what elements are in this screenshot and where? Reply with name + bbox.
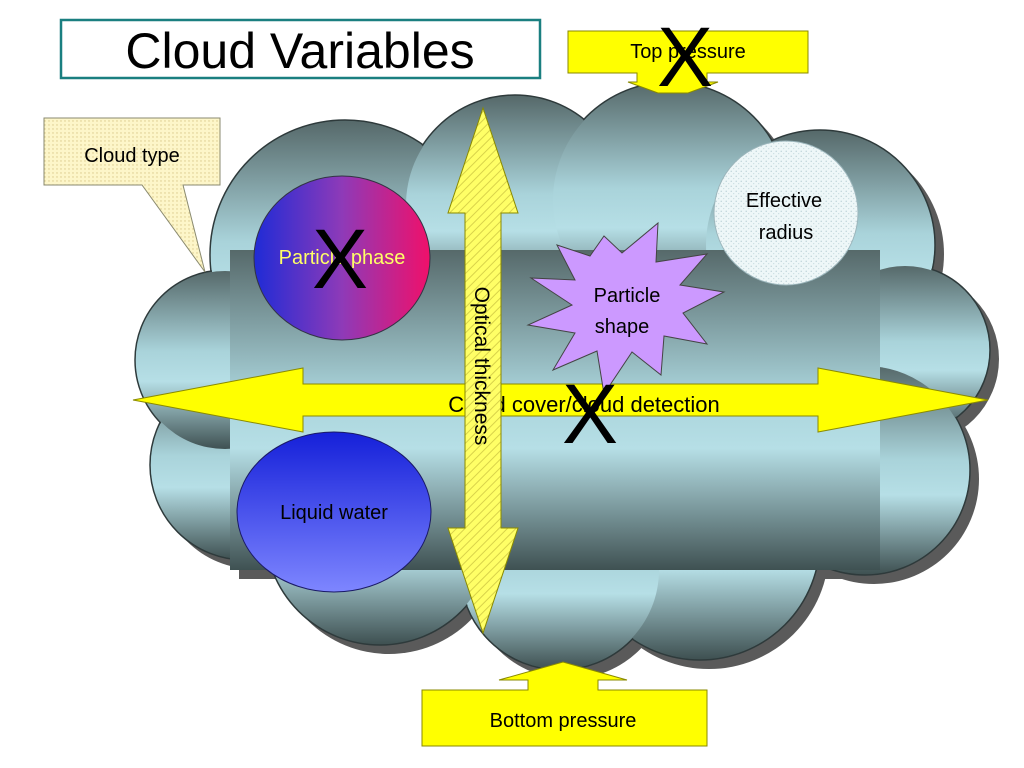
effective-radius-label-line2: radius (759, 222, 813, 244)
title-box (59, 18, 542, 80)
effective-radius-node: Effective radius (713, 140, 859, 286)
particle-shape-label-line1: Particle (594, 285, 661, 307)
particle-shape-node: Particle shape (526, 221, 726, 396)
cloud-type-callout: Cloud type (43, 117, 221, 273)
page-title: Cloud Variables (125, 23, 474, 79)
optical-thickness-label: Optical thickness (470, 287, 493, 446)
particle-phase-label: Particle phase (279, 247, 406, 269)
bottom-pressure-arrow: Bottom pressure (421, 661, 708, 747)
particle-phase-node: Particle phase (253, 175, 431, 341)
liquid-water-node: Liquid water (236, 431, 432, 593)
x-mark-particle-phase: X (312, 212, 368, 306)
x-mark-particle-shape: X (562, 367, 618, 461)
top-pressure-label: Top pressure (630, 41, 746, 63)
x-mark-top-pressure: X (657, 10, 713, 104)
cloud-type-label: Cloud type (84, 145, 180, 167)
optical-thickness-arrow: Optical thickness (447, 106, 519, 635)
effective-radius-label-line1: Effective (746, 190, 822, 212)
top-pressure-arrow: Top pressure (567, 30, 809, 94)
bottom-pressure-label: Bottom pressure (490, 710, 637, 732)
particle-shape-label-line2: shape (595, 316, 650, 338)
liquid-water-label: Liquid water (280, 502, 388, 524)
